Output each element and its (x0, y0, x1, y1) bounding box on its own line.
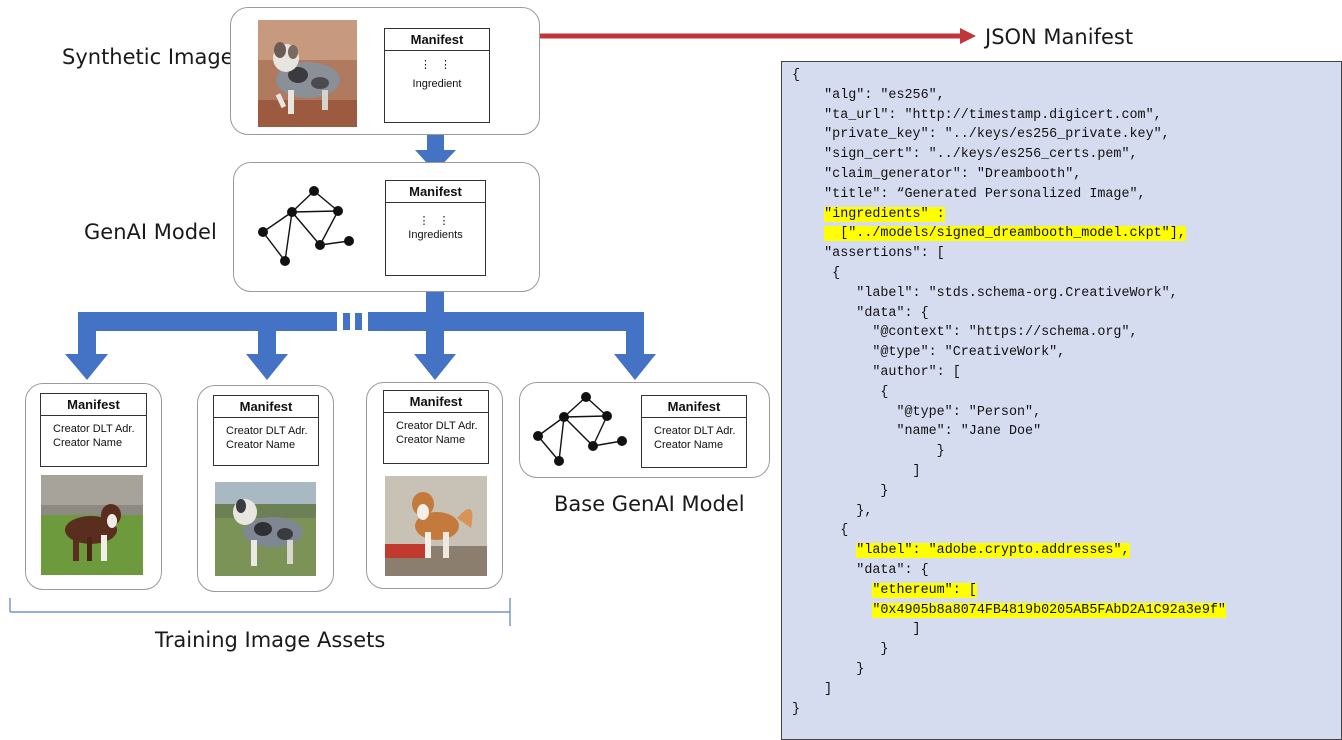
json-line: "alg": "es256", (792, 87, 945, 103)
json-line: ] (792, 681, 833, 697)
manifest-ingredients-text: Ingredients (408, 229, 463, 241)
branch-arrowhead (65, 354, 108, 380)
manifest-title: Manifest (642, 396, 746, 418)
synthetic-image-label: Synthetic Image (62, 45, 234, 69)
json-line: } (792, 701, 801, 717)
json-line: } (792, 483, 889, 499)
json-line: "ethereum": [ (792, 582, 977, 598)
json-line: "name": "Jane Doe" (792, 424, 1042, 440)
json-highlight: "0x4905b8a8074FB4819b0205AB5FAbD2A1C92a3… (872, 602, 1226, 618)
json-line: "@type": "Person", (792, 404, 1042, 420)
branch-gap-mark (343, 313, 350, 330)
creator-dlt-address: Creator DLT Adr. (226, 425, 308, 437)
manifest-title: Manifest (41, 394, 146, 416)
json-line: "claim_generator": "Dreambooth", (792, 166, 1082, 182)
training-asset-manifest-2: Manifest Creator DLT Adr. Creator Name (213, 395, 319, 466)
training-dog-image-2 (215, 482, 316, 576)
json-highlight: "ingredients" : (824, 206, 945, 222)
json-line: { (792, 384, 889, 400)
branch-arrow-shaft (258, 322, 276, 356)
json-line: "0x4905b8a8074FB4819b0205AB5FAbD2A1C92a3… (792, 602, 1226, 618)
json-line: "@context": "https://schema.org", (792, 325, 1138, 341)
json-line: "@type": "CreativeWork", (792, 345, 1066, 361)
training-asset-manifest-1: Manifest Creator DLT Adr. Creator Name (40, 393, 147, 467)
json-line: "label": "adobe.crypto.addresses", (792, 543, 1130, 559)
branch-bar-left (78, 312, 337, 331)
json-line: ] (792, 463, 921, 479)
creator-dlt-address: Creator DLT Adr. (396, 420, 478, 432)
training-dog-image-3 (385, 476, 487, 576)
manifest-title: Manifest (384, 391, 488, 413)
json-highlight: "ethereum": [ (872, 582, 977, 598)
training-dog-image-1 (41, 475, 143, 575)
base-genai-model-label: Base GenAI Model (554, 492, 745, 516)
creator-name: Creator Name (396, 434, 466, 446)
branch-bar-right (368, 312, 644, 331)
ellipsis: ⋮ ⋮ (419, 59, 455, 71)
json-manifest-label: JSON Manifest (985, 25, 1134, 49)
creator-dlt-address: Creator DLT Adr. (654, 425, 736, 437)
json-line: "assertions": [ (792, 246, 945, 262)
branch-arrowhead (414, 354, 456, 380)
json-manifest-code: { "alg": "es256", "ta_url": "http://time… (782, 62, 1341, 719)
manifest-title: Manifest (385, 29, 489, 51)
branch-arrow-shaft (426, 322, 444, 356)
base-genai-model-manifest: Manifest Creator DLT Adr. Creator Name (641, 395, 747, 468)
json-line: "private_key": "../keys/es256_private.ke… (792, 127, 1170, 143)
creator-name: Creator Name (226, 439, 296, 451)
json-line: "ingredients" : (792, 206, 945, 222)
creator-name: Creator Name (654, 439, 724, 451)
manifest-title: Manifest (386, 181, 485, 203)
branch-arrowhead (614, 354, 656, 380)
json-manifest-arrowhead (960, 28, 976, 44)
json-line: "data": { (792, 562, 929, 578)
genai-model-label: GenAI Model (84, 220, 217, 244)
manifest-title: Manifest (214, 396, 318, 418)
json-highlight: ["../models/signed_dreambooth_model.ckpt… (824, 226, 1186, 242)
json-line: { (792, 523, 849, 539)
json-line: } (792, 444, 945, 460)
json-line: "title": “Generated Personalized Image", (792, 186, 1146, 202)
branch-arrow-shaft (78, 322, 96, 356)
branch-arrowhead (246, 354, 288, 380)
json-highlight: "label": "adobe.crypto.addresses", (856, 543, 1130, 559)
branch-gap-mark (355, 313, 362, 330)
training-image-assets-label: Training Image Assets (155, 628, 386, 652)
ellipsis: ⋮ ⋮ (418, 215, 453, 227)
json-line: { (792, 68, 801, 83)
json-line: ] (792, 622, 921, 638)
json-line: }, (792, 503, 873, 519)
json-line: ["../models/signed_dreambooth_model.ckpt… (792, 226, 1186, 242)
manifest-ingredient-text: Ingredient (412, 78, 462, 90)
json-line: "sign_cert": "../keys/es256_certs.pem", (792, 147, 1138, 163)
json-line: "label": "stds.schema-org.CreativeWork", (792, 285, 1178, 301)
training-asset-manifest-3: Manifest Creator DLT Adr. Creator Name (383, 390, 489, 464)
synthetic-image-manifest: Manifest ⋮ ⋮ Ingredient (384, 28, 490, 123)
synthetic-dog-image (258, 20, 357, 127)
json-manifest-panel: { "alg": "es256", "ta_url": "http://time… (781, 61, 1342, 740)
json-line: } (792, 642, 889, 658)
branch-arrow-shaft (626, 322, 644, 356)
creator-name: Creator Name (53, 437, 123, 449)
model-to-image-arrowhead (415, 150, 456, 172)
genai-model-manifest: Manifest ⋮ ⋮ Ingredients (385, 180, 486, 276)
json-line: "author": [ (792, 364, 961, 380)
creator-dlt-address: Creator DLT Adr. (53, 423, 135, 435)
json-line: "ta_url": "http://timestamp.digicert.com… (792, 107, 1162, 123)
json-line: } (792, 661, 865, 677)
json-line: "data": { (792, 305, 929, 321)
json-line: { (792, 265, 841, 281)
